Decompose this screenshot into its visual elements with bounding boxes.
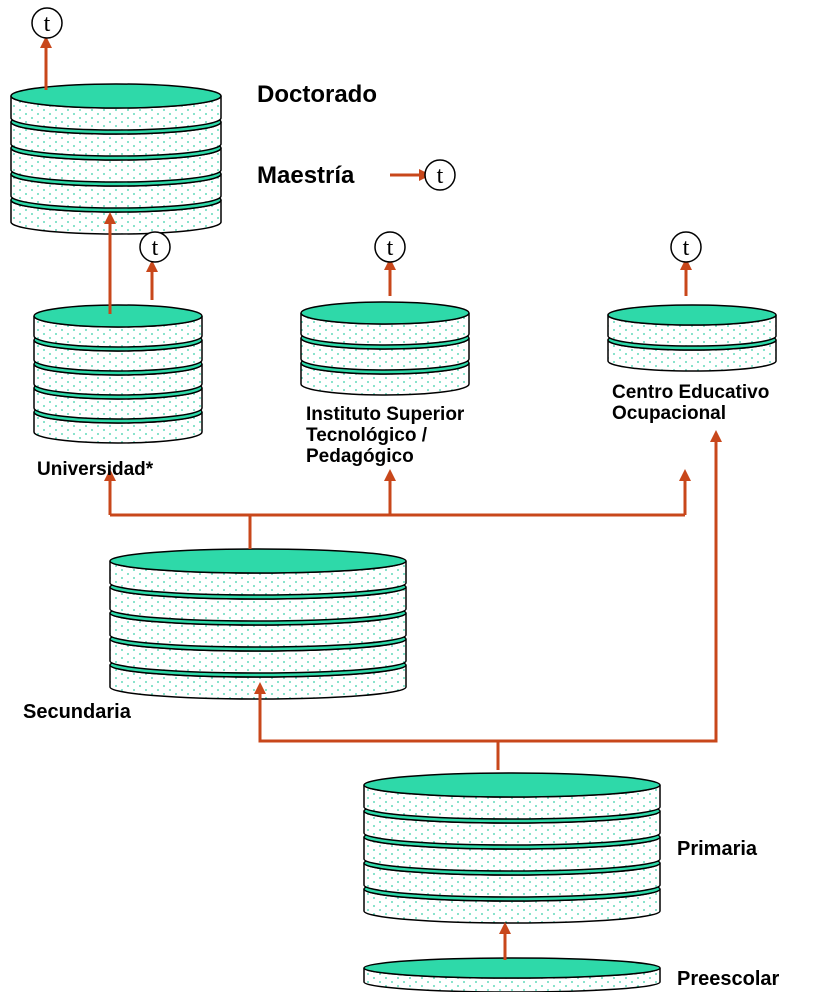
circle-outline bbox=[670, 231, 702, 263]
disk-layer-top bbox=[363, 957, 661, 979]
stack-preescolar bbox=[363, 957, 661, 992]
terminal-letter: t bbox=[683, 235, 690, 261]
label-instituto-line1: Instituto Superior bbox=[306, 404, 465, 425]
terminal-letter: t bbox=[44, 11, 51, 37]
disk-layer-top bbox=[363, 772, 661, 798]
terminal-letter: t bbox=[387, 235, 394, 261]
label-instituto-line3: Pedagógico bbox=[306, 446, 414, 467]
label-doctorado: Doctorado bbox=[257, 81, 377, 108]
circled-t-icon: t bbox=[374, 231, 406, 263]
label-preescolar: Preescolar bbox=[677, 968, 780, 990]
disk-layer-top bbox=[10, 83, 222, 109]
stack-centro bbox=[607, 304, 777, 372]
label-universidad: Universidad* bbox=[37, 459, 154, 480]
label-secundaria: Secundaria bbox=[23, 701, 132, 723]
label-primaria: Primaria bbox=[677, 838, 758, 860]
disk-layer-top bbox=[607, 304, 777, 326]
stack-secundaria bbox=[109, 548, 407, 700]
stack-instituto bbox=[300, 301, 470, 396]
terminal-letter: t bbox=[152, 235, 159, 261]
arrow-primaria-secundaria bbox=[254, 682, 500, 770]
disk-layer-top bbox=[109, 548, 407, 574]
circle-outline bbox=[31, 7, 63, 39]
connectors bbox=[40, 36, 722, 960]
disk-layer-top bbox=[33, 304, 203, 328]
stack-doctorado-maestria bbox=[10, 83, 222, 235]
circled-t-icon: t bbox=[139, 231, 171, 263]
circled-t-icon: t bbox=[424, 159, 456, 191]
disk-layer-top bbox=[300, 301, 470, 325]
circle-outline bbox=[139, 231, 171, 263]
label-instituto-line2: Tecnológico / bbox=[306, 425, 428, 446]
circle-outline bbox=[424, 159, 456, 191]
stack-universidad bbox=[33, 304, 203, 444]
circle-outline bbox=[374, 231, 406, 263]
terminal-letter: t bbox=[437, 163, 444, 189]
label-centro-line2: Ocupacional bbox=[612, 403, 726, 424]
arrow-primaria-centro bbox=[498, 430, 722, 743]
label-maestria: Maestría bbox=[257, 162, 355, 189]
stack-primaria bbox=[363, 772, 661, 924]
circled-t-icon: t bbox=[31, 7, 63, 39]
circled-t-icon: t bbox=[670, 231, 702, 263]
label-centro-line1: Centro Educativo bbox=[612, 382, 769, 403]
